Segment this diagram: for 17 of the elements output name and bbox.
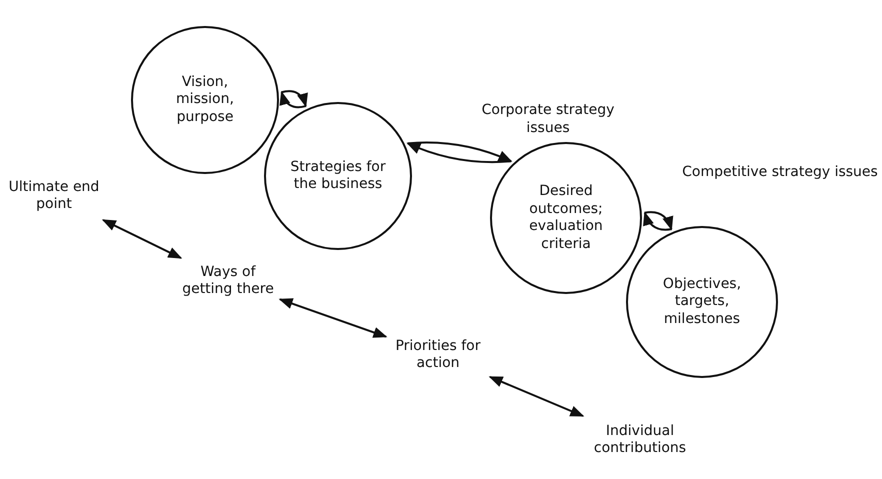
node-text: Vision, mission, purpose xyxy=(175,74,235,126)
annotation-label: Competitive strategy issues xyxy=(681,164,879,182)
circle-node xyxy=(131,26,279,174)
node-text: Priorities for action xyxy=(394,338,482,372)
arrow xyxy=(488,376,584,417)
node-text: Ultimate end point xyxy=(8,178,100,214)
node-text: Desired outcomes; evaluation criteria xyxy=(528,183,604,253)
node-text: Individual contributions xyxy=(592,422,688,458)
node-text: Ways of getting there xyxy=(181,264,275,298)
node-text: Strategies for the business xyxy=(289,158,387,194)
circle-node xyxy=(490,142,642,294)
arrow xyxy=(102,219,182,259)
node-text: Objectives, targets, milestones xyxy=(662,276,742,328)
circle-node xyxy=(264,102,412,250)
annotation-label: Corporate strategy issues xyxy=(480,102,616,137)
arrow xyxy=(278,298,388,338)
circle-node xyxy=(626,226,778,378)
